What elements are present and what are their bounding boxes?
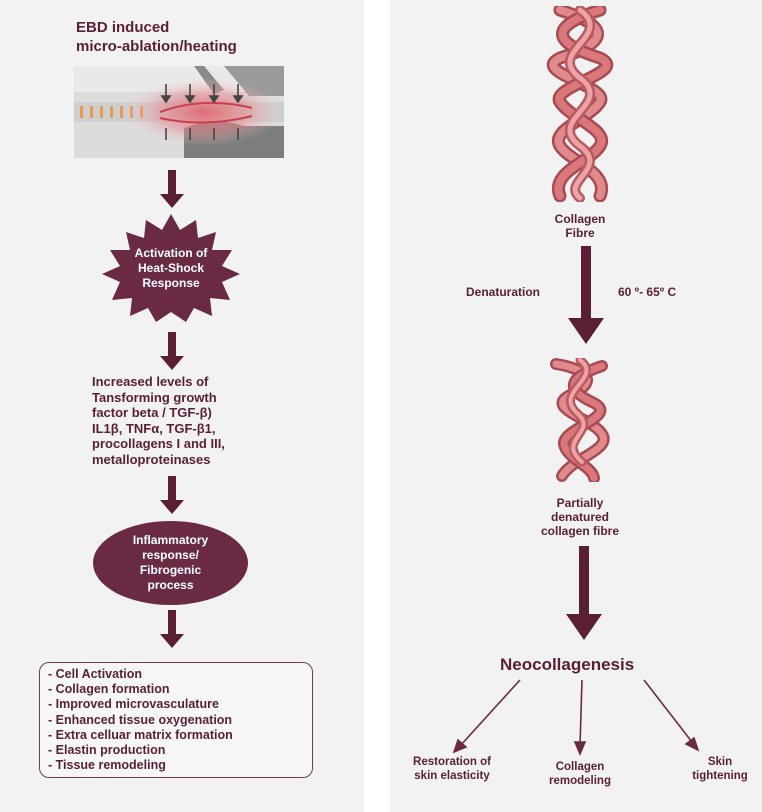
down-arrow-4 xyxy=(160,610,184,648)
inflammatory-ellipse xyxy=(93,521,248,605)
inflammatory-line2: response/ xyxy=(142,548,199,562)
effects-box xyxy=(39,662,313,778)
inflammatory-line1: Inflammatory xyxy=(132,533,209,547)
down-arrow-3 xyxy=(160,476,184,514)
partial-line2: denatured xyxy=(550,510,609,524)
outcome-elasticity-line2: skin elasticity xyxy=(414,770,490,782)
inflammatory-line3: Fibrogenic xyxy=(139,563,202,577)
effect-item: - Enhanced tissue oxygenation xyxy=(48,712,233,727)
heat-shock-line1: Activation of xyxy=(134,246,208,260)
inflammatory-line4: process xyxy=(147,578,194,592)
heat-shock-line2: Heat-Shock xyxy=(137,261,205,275)
collagen-fibre-line1: Collagen xyxy=(554,212,606,226)
temperature-label: 60 º- 65º C xyxy=(618,285,677,299)
inflammatory-label: Inflammatory response/ Fibrogenic proces… xyxy=(95,533,246,593)
down-arrow-1 xyxy=(160,170,184,208)
increased-line2: Tansforming growth xyxy=(92,389,217,405)
neocollagenesis-title: Neocollagenesis xyxy=(500,655,635,674)
effect-item: - Cell Activation xyxy=(48,667,142,681)
increased-line4: IL1β, TNFα, TGF-β1, xyxy=(92,420,216,436)
neocollagenesis-arrow xyxy=(566,546,602,640)
outcome-remodeling-line2: remodeling xyxy=(549,775,611,787)
collagen-helix-icon xyxy=(546,6,614,202)
outcome-remodeling: Collagen remodeling xyxy=(540,760,620,788)
increased-levels-text: Increased levels of Tansforming growth f… xyxy=(92,374,225,467)
increased-line5: procollagens I and III, xyxy=(92,436,225,451)
heat-shock-label: Activation of Heat-Shock Response xyxy=(106,246,236,291)
effect-item: - Collagen formation xyxy=(48,682,170,697)
denatured-helix-icon xyxy=(550,358,610,482)
ebd-title: EBD induced micro-ablation/heating xyxy=(76,18,237,56)
collagen-fibre-line2: Fibre xyxy=(565,226,595,240)
ebd-title-line1: EBD induced xyxy=(76,19,170,36)
increased-line6: metalloproteinases xyxy=(92,451,211,467)
effects-list: - Cell Activation - Collagen formation -… xyxy=(48,667,233,773)
effect-item: - Elastin production xyxy=(48,743,166,758)
partial-line3: collagen fibre xyxy=(540,524,620,538)
effect-item: - Tissue remodeling xyxy=(48,758,166,773)
outcome-arrows xyxy=(452,679,700,756)
partial-line1: Partially xyxy=(556,496,604,510)
increased-line3: factor beta / TGF-β) xyxy=(92,405,212,420)
heat-shock-line3: Response xyxy=(142,276,200,290)
outcome-tightening-line2: tightening xyxy=(692,770,748,782)
down-arrow-2 xyxy=(160,332,184,370)
effect-item: - Improved microvasculature xyxy=(48,697,219,712)
outcome-elasticity: Restoration of skin elasticity xyxy=(400,755,504,783)
outcome-elasticity-line1: Restoration of xyxy=(413,756,491,768)
heat-shock-starburst xyxy=(102,214,240,322)
denaturation-arrow xyxy=(568,246,604,344)
ebd-title-line2: micro-ablation/heating xyxy=(76,38,237,55)
increased-line1: Increased levels of xyxy=(92,374,209,389)
tissue-heating-illustration xyxy=(74,66,284,158)
outcome-remodeling-line1: Collagen xyxy=(555,761,605,773)
partial-denatured-label: Partially denatured collagen fibre xyxy=(520,496,640,538)
outcome-tightening: Skin tightening xyxy=(682,755,758,783)
collagen-fibre-label: Collagen Fibre xyxy=(546,212,614,240)
outcome-tightening-line1: Skin xyxy=(707,756,733,768)
denaturation-label: Denaturation xyxy=(466,285,541,299)
effect-item: - Extra celluar matrix formation xyxy=(48,727,233,742)
